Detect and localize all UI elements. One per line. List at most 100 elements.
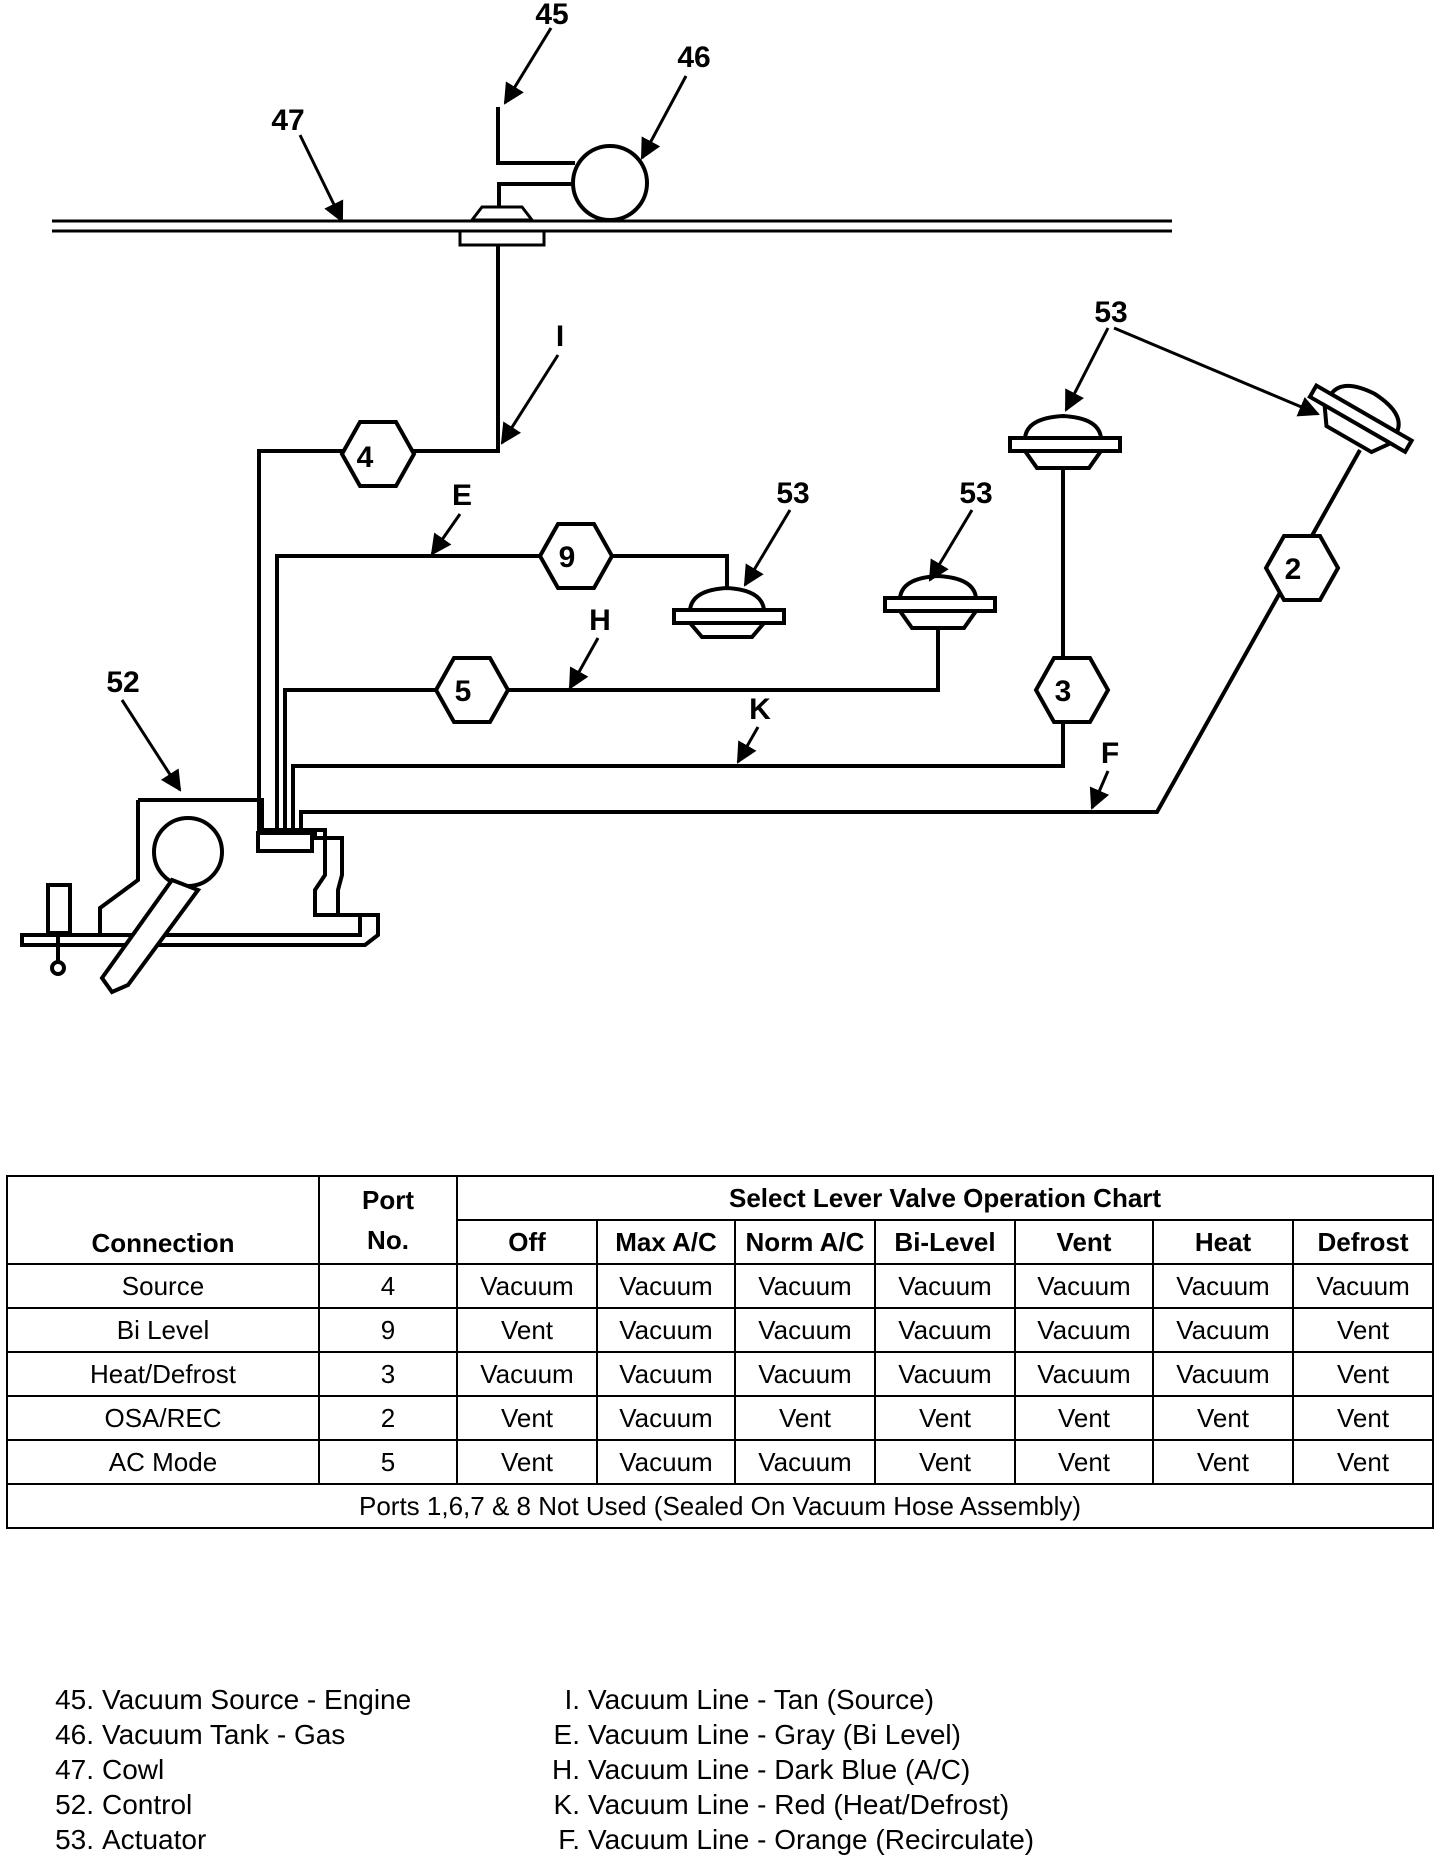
legend-left: 45.Vacuum Source - Engine 46. Vacuum Tank… bbox=[44, 1682, 411, 1857]
legend-item: I.Vacuum Line - Tan (Source) bbox=[530, 1682, 1034, 1717]
legend-item: 46. Vacuum Tank - Gas bbox=[44, 1717, 411, 1752]
port-9: 9 bbox=[537, 522, 615, 590]
value-cell: Vent bbox=[1291, 1395, 1435, 1441]
value-cell: Vacuum bbox=[456, 1351, 598, 1397]
chart-title: Select Lever Valve Operation Chart bbox=[455, 1175, 1435, 1221]
value-cell: Vacuum bbox=[734, 1263, 876, 1309]
svg-text:5: 5 bbox=[455, 675, 472, 708]
value-cell: Vacuum bbox=[596, 1439, 736, 1485]
callout-53-ac: 53 bbox=[959, 477, 992, 510]
legend-right: I.Vacuum Line - Tan (Source) E. Vacuum Li… bbox=[530, 1682, 1034, 1857]
legend-text: Vacuum Line - Red (Heat/Defrost) bbox=[588, 1789, 1010, 1820]
legend-item: 52. Control bbox=[44, 1787, 411, 1822]
legend-key: H. bbox=[552, 1754, 580, 1785]
callout-47: 47 bbox=[271, 104, 304, 137]
legend-text: Vacuum Line - Tan (Source) bbox=[588, 1684, 935, 1715]
table-row: AC Mode 5 Vent Vacuum Vacuum Vent Vent V… bbox=[6, 1439, 1435, 1485]
port-cell: 4 bbox=[318, 1263, 458, 1309]
value-cell: Vent bbox=[456, 1395, 598, 1441]
value-cell: Vacuum bbox=[596, 1395, 736, 1441]
legend-key: 52. bbox=[55, 1789, 94, 1820]
mode-header: Heat bbox=[1152, 1219, 1294, 1265]
legend-key: K. bbox=[553, 1789, 580, 1820]
table-row: Heat/Defrost 3 Vacuum Vacuum Vacuum Vacu… bbox=[6, 1351, 1435, 1397]
line-label-i: I bbox=[556, 320, 564, 353]
actuator-recirculate bbox=[1307, 382, 1415, 455]
cowl bbox=[52, 219, 1172, 233]
port-3: 3 bbox=[1033, 656, 1111, 724]
value-cell: Vacuum bbox=[596, 1263, 736, 1309]
vacuum-diagram: 4 9 5 3 2 45 46 47 53 53 53 52 I E H bbox=[20, 0, 1415, 995]
value-cell: Vacuum bbox=[874, 1307, 1016, 1353]
vacuum-tank bbox=[496, 107, 649, 222]
legend-text: Cowl bbox=[102, 1754, 165, 1785]
vacuum-lines bbox=[257, 245, 1362, 832]
port-2: 2 bbox=[1263, 534, 1341, 602]
legend-text: Vacuum Line - Dark Blue (A/C) bbox=[588, 1754, 971, 1785]
value-cell: Vent bbox=[734, 1395, 876, 1441]
value-cell: Vacuum bbox=[874, 1263, 1016, 1309]
value-cell: Vacuum bbox=[596, 1351, 736, 1397]
value-cell: Vacuum bbox=[1152, 1263, 1294, 1309]
actuator-ac bbox=[883, 573, 997, 630]
line-i-source bbox=[257, 245, 500, 832]
value-cell: Vent bbox=[1291, 1351, 1435, 1397]
actuator-heat-defrost bbox=[1008, 413, 1122, 470]
legend-item: 45.Vacuum Source - Engine bbox=[44, 1682, 411, 1717]
mode-header: Defrost bbox=[1291, 1219, 1435, 1265]
line-label-e: E bbox=[452, 479, 472, 512]
callout-45: 45 bbox=[535, 0, 568, 31]
value-cell: Vacuum bbox=[734, 1307, 876, 1353]
legend-key: 45. bbox=[55, 1684, 94, 1715]
legend-text: Control bbox=[102, 1789, 193, 1820]
cowl-fitting bbox=[458, 205, 546, 247]
line-h-ac bbox=[283, 630, 940, 832]
port-cell: 5 bbox=[318, 1439, 458, 1485]
value-cell: Vent bbox=[456, 1307, 598, 1353]
value-cell: Vacuum bbox=[1014, 1351, 1154, 1397]
legend-text: Vacuum Tank - Gas bbox=[102, 1719, 346, 1750]
legend-key: E. bbox=[553, 1719, 580, 1750]
value-cell: Vacuum bbox=[1014, 1263, 1154, 1309]
line-label-k: K bbox=[749, 693, 771, 726]
mode-header-row: Off Max A/C Norm A/C Bi-Level Vent Heat … bbox=[7, 1219, 1435, 1265]
value-cell: Vent bbox=[1152, 1439, 1294, 1485]
svg-text:2: 2 bbox=[1285, 553, 1302, 586]
table-row: Source 4 Vacuum Vacuum Vacuum Vacuum Vac… bbox=[6, 1263, 1435, 1309]
footer-row: Ports 1,6,7 & 8 Not Used (Sealed On Vacu… bbox=[5, 1483, 1435, 1529]
chart-footer-note: Ports 1,6,7 & 8 Not Used (Sealed On Vacu… bbox=[5, 1483, 1435, 1529]
value-cell: Vacuum bbox=[874, 1351, 1016, 1397]
value-cell: Vacuum bbox=[1152, 1307, 1294, 1353]
value-cell: Vent bbox=[874, 1395, 1016, 1441]
table-row: OSA/REC 2 Vent Vacuum Vent Vent Vent Ven… bbox=[6, 1395, 1435, 1441]
value-cell: Vacuum bbox=[596, 1307, 736, 1353]
legend-item: 47.Cowl bbox=[44, 1752, 411, 1787]
line-label-h: H bbox=[589, 604, 611, 637]
mode-header: Norm A/C bbox=[734, 1219, 876, 1265]
port-header-bottom: No. bbox=[367, 1225, 409, 1255]
svg-text:9: 9 bbox=[559, 541, 576, 574]
value-cell: Vent bbox=[1014, 1395, 1154, 1441]
connection-header: Connection bbox=[6, 1175, 320, 1265]
value-cell: Vacuum bbox=[1014, 1307, 1154, 1353]
value-cell: Vacuum bbox=[1152, 1351, 1294, 1397]
value-cell: Vent bbox=[456, 1439, 598, 1485]
callout-53-bilevel: 53 bbox=[776, 477, 809, 510]
callout-53-top: 53 bbox=[1094, 296, 1127, 329]
connection-cell: AC Mode bbox=[6, 1439, 320, 1485]
connection-cell: OSA/REC bbox=[6, 1395, 320, 1441]
table-row: Bi Level 9 Vent Vacuum Vacuum Vacuum Vac… bbox=[6, 1307, 1435, 1353]
port-5: 5 bbox=[433, 656, 511, 724]
operation-chart: Connection Port No. Select Lever Valve O… bbox=[5, 1175, 1435, 1529]
value-cell: Vacuum bbox=[456, 1263, 598, 1309]
mode-header: Bi-Level bbox=[874, 1219, 1016, 1265]
value-cell: Vacuum bbox=[1291, 1263, 1435, 1309]
line-label-f: F bbox=[1101, 737, 1119, 770]
port-4: 4 bbox=[339, 420, 417, 488]
port-header: Port No. bbox=[318, 1175, 458, 1265]
legend-key: 46. bbox=[55, 1719, 94, 1750]
port-cell: 3 bbox=[318, 1351, 458, 1397]
connection-cell: Source bbox=[6, 1263, 320, 1309]
value-cell: Vacuum bbox=[734, 1351, 876, 1397]
legend-item: H. Vacuum Line - Dark Blue (A/C) bbox=[530, 1752, 1034, 1787]
